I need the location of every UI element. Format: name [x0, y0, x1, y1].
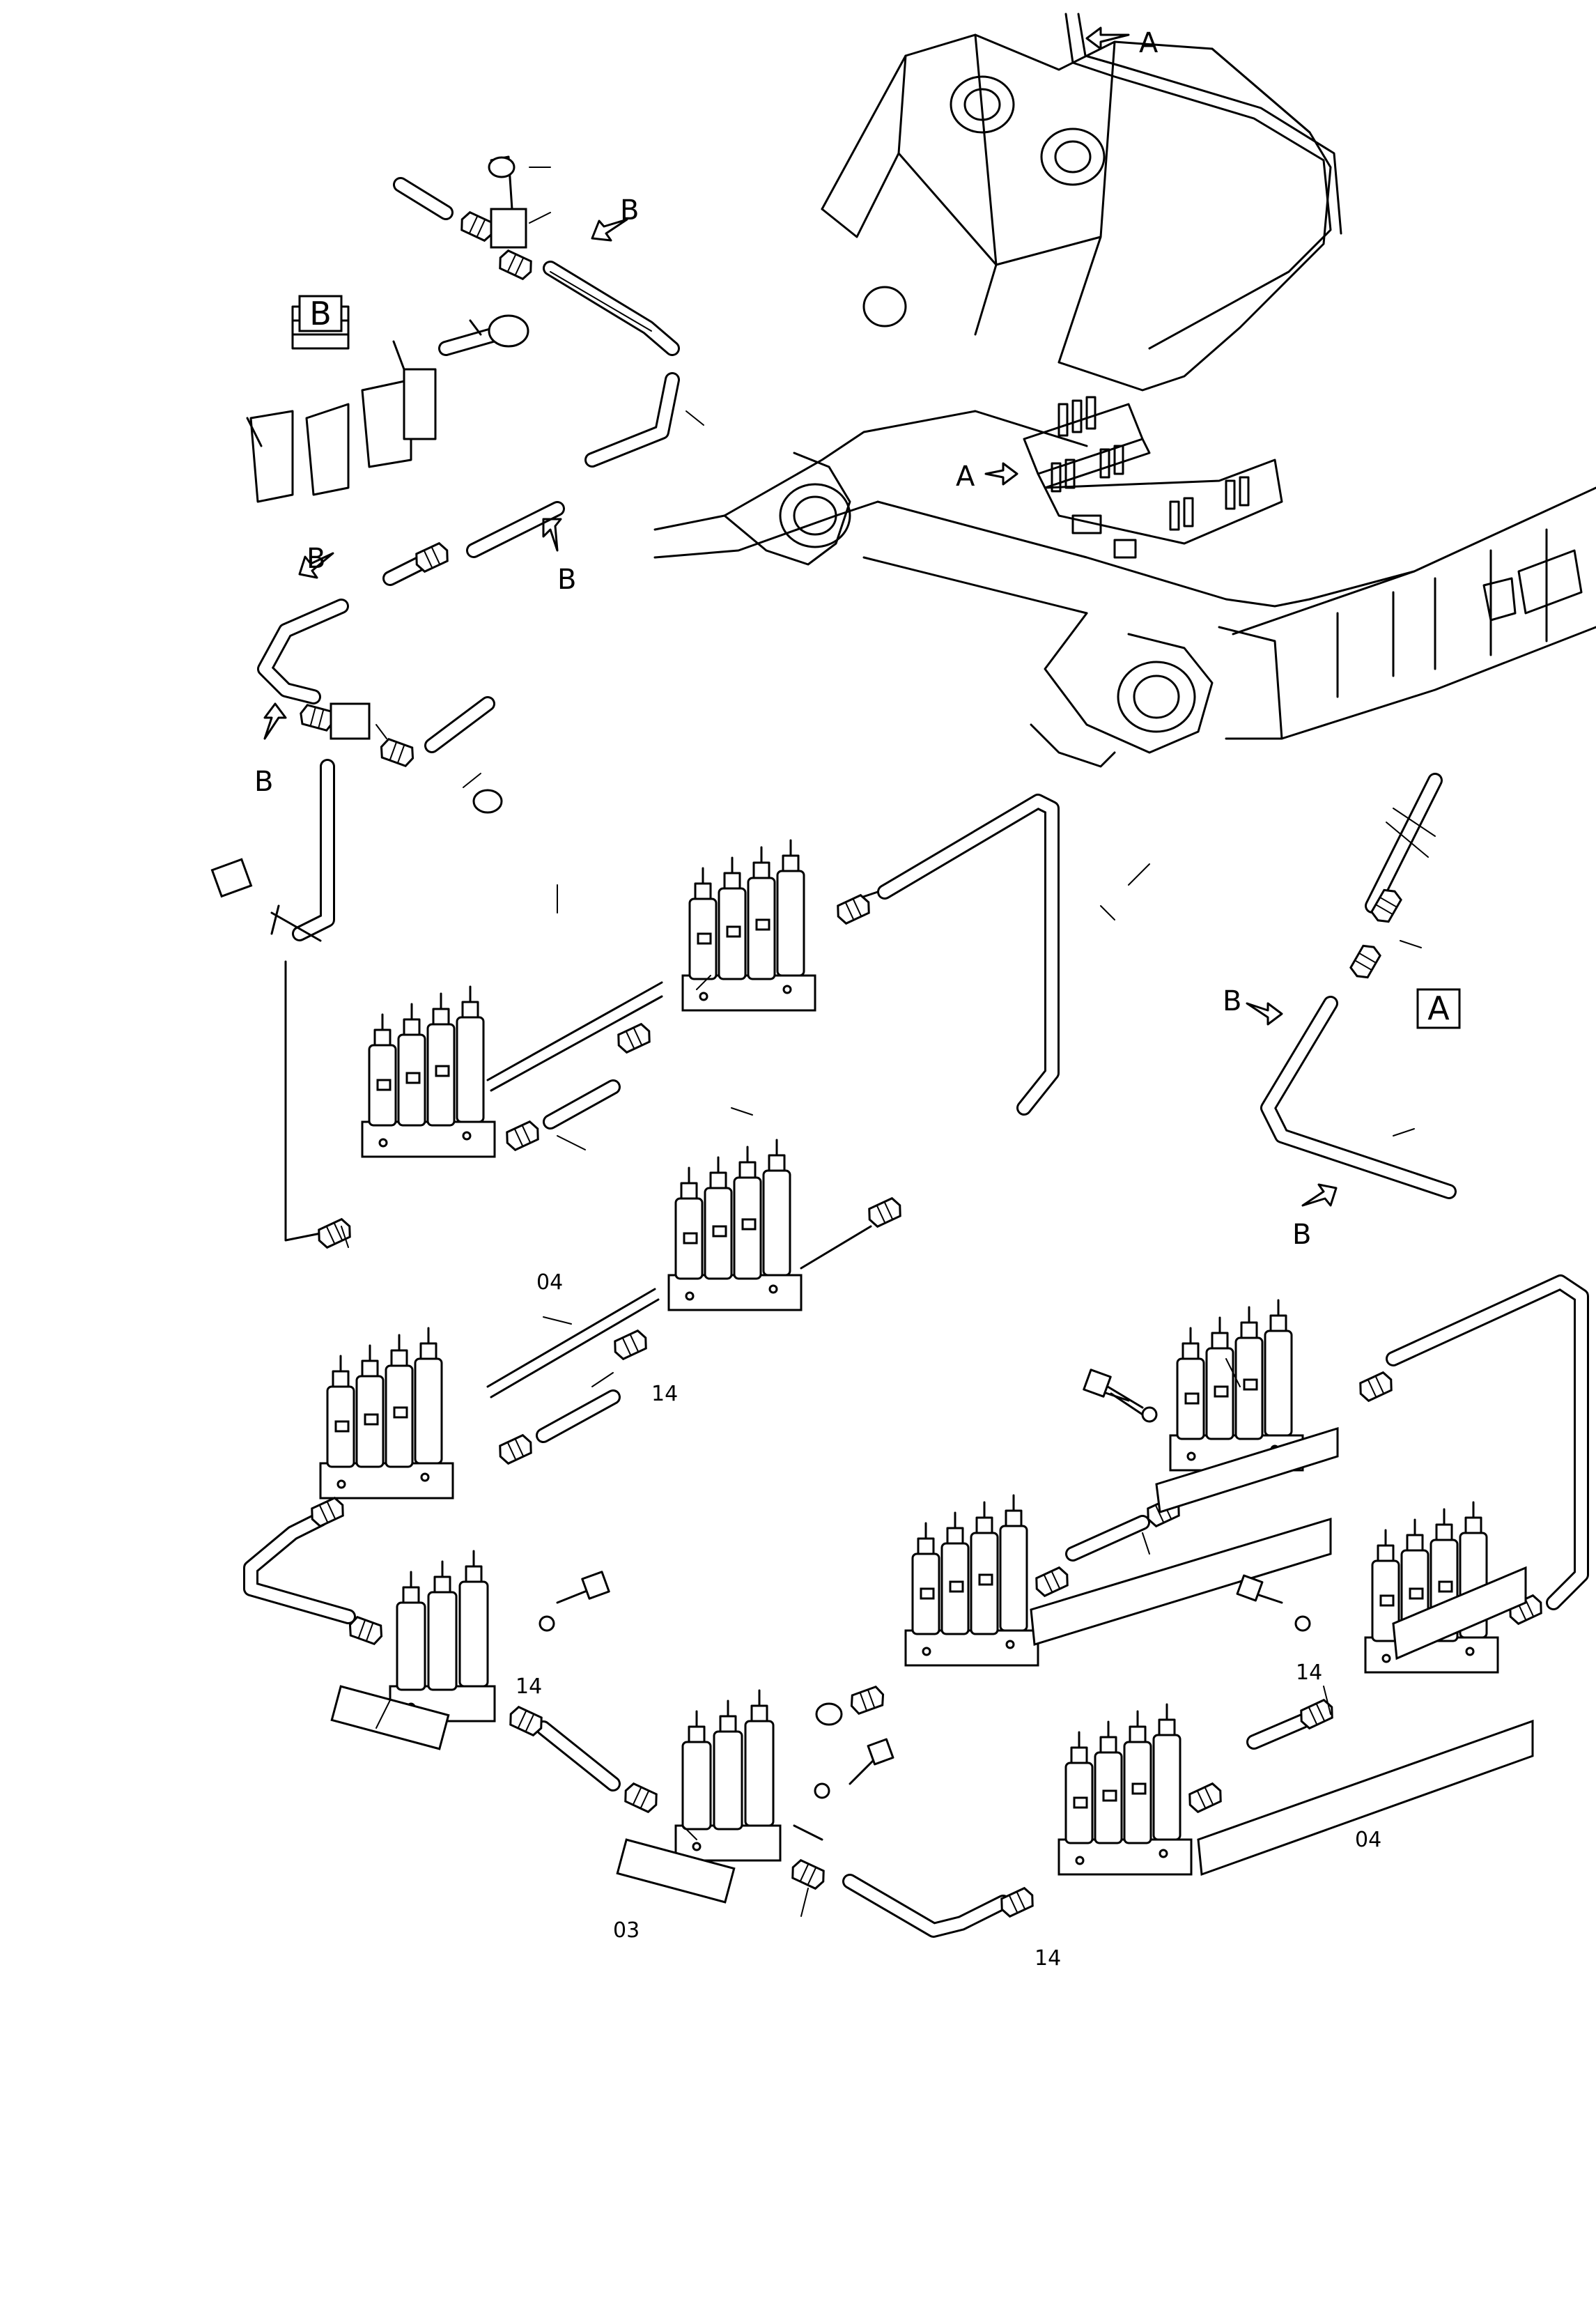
upper-fittings-assembly	[393, 155, 704, 468]
marker-a-top: A	[1139, 27, 1159, 59]
marker-b-3: B	[307, 543, 325, 575]
detail-a-hose	[1260, 773, 1457, 1199]
part-14-c: 14	[1296, 1660, 1322, 1685]
boom-lube-line	[1064, 13, 1342, 350]
part-number-labels: 04 14 14 14 14 03 04	[516, 1270, 1381, 1971]
distributor-block-8	[389, 1550, 496, 1723]
detail-b-clamp	[246, 305, 529, 503]
marker-b-1: B	[620, 194, 639, 226]
marker-b-2: B	[557, 564, 576, 596]
part-14-b: 14	[516, 1674, 542, 1699]
distributor-block-3	[667, 1139, 803, 1311]
part-04-b: 04	[1355, 1828, 1381, 1852]
distributor-pipes	[243, 794, 1589, 1938]
distributor-block-1	[681, 839, 816, 1012]
left-pipe-run	[210, 501, 565, 942]
distributor-block-4	[319, 1327, 454, 1500]
machine-boom-frame	[653, 33, 1596, 768]
part-14-d: 14	[1035, 1946, 1061, 1971]
mounting-plates	[330, 1426, 1534, 1904]
part-04-a: 04	[536, 1270, 563, 1295]
detail-a-box: A	[1416, 988, 1461, 1029]
marker-b-4: B	[254, 766, 273, 798]
marker-a-mid: A	[956, 461, 975, 493]
mounting-bolts	[539, 1369, 1311, 1799]
view-marker-labels: A A B B B B B B	[254, 27, 1311, 1251]
marker-b-6: B	[1292, 1219, 1311, 1251]
detail-b-box: B	[298, 295, 343, 332]
distributor-block-2	[361, 985, 496, 1158]
marker-b-5: B	[1223, 985, 1241, 1017]
part-14-a: 14	[651, 1382, 678, 1406]
boom-distributor-blocks	[1023, 396, 1283, 559]
svg-text:A: A	[1427, 989, 1450, 1027]
distributor-block-6	[904, 1494, 1039, 1667]
distributor-block-10	[1057, 1703, 1193, 1876]
svg-text:B: B	[309, 295, 332, 332]
part-03: 03	[613, 1918, 640, 1943]
leader-lines	[341, 863, 1331, 1917]
view-arrows	[263, 26, 1338, 1207]
